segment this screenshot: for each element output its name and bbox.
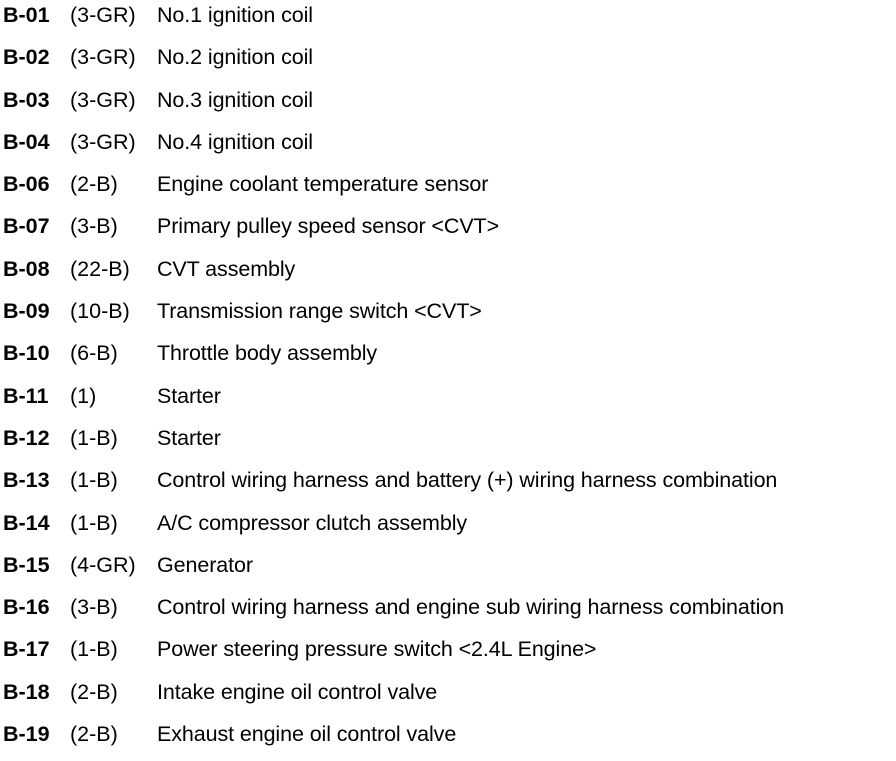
connector-pins: (2-B): [70, 679, 118, 704]
connector-description: Generator: [157, 552, 253, 577]
connector-code: B-03: [3, 87, 50, 112]
connector-description: Transmission range switch <CVT>: [157, 299, 482, 324]
connector-pins: (1-B): [70, 510, 118, 535]
connector-code: B-09: [3, 299, 50, 324]
list-item: B-17 (1-B) Power steering pressure switc…: [3, 634, 896, 676]
list-item: B-06 (2-B) Engine coolant temperature se…: [3, 169, 896, 211]
connector-code: B-16: [3, 595, 50, 620]
connector-description: No.1 ignition coil: [157, 3, 313, 27]
connector-pins: (1-B): [70, 425, 118, 450]
connector-description: No.3 ignition coil: [157, 87, 313, 112]
connector-description: Engine coolant temperature sensor: [157, 172, 489, 197]
list-item: B-13 (1-B) Control wiring harness and ba…: [3, 465, 896, 507]
list-item: B-16 (3-B) Control wiring harness and en…: [3, 592, 896, 634]
connector-pins: (2-B): [70, 722, 118, 747]
connector-code: B-11: [3, 383, 49, 408]
connector-pins: (1-B): [70, 468, 118, 493]
connector-description: Control wiring harness and engine sub wi…: [157, 595, 785, 620]
connector-pins: (3-GR): [70, 87, 136, 112]
list-item: B-18 (2-B) Intake engine oil control val…: [3, 677, 896, 719]
connector-description: Starter: [157, 383, 221, 408]
list-item: B-04 (3-GR) No.4 ignition coil: [3, 127, 896, 169]
connector-description: CVT assembly: [157, 256, 296, 281]
connector-pins: (6-B): [70, 341, 118, 366]
connector-code: B-08: [3, 256, 50, 281]
connector-code: B-15: [3, 552, 50, 577]
connector-description: Intake engine oil control valve: [157, 679, 438, 704]
connector-description: No.4 ignition coil: [157, 129, 313, 154]
list-item: B-09 (10-B) Transmission range switch <C…: [3, 296, 896, 338]
connector-pins: (22-B): [70, 256, 130, 281]
connector-description: Exhaust engine oil control valve: [157, 722, 457, 747]
connector-code: B-01: [3, 3, 50, 27]
connector-description: Starter: [157, 425, 221, 450]
connector-pins: (10-B): [70, 299, 130, 324]
list-item: B-12 (1-B) Starter: [3, 423, 896, 465]
connector-pins: (3-GR): [70, 129, 136, 154]
connector-pins: (3-GR): [70, 45, 136, 70]
connector-code: B-17: [3, 637, 50, 662]
list-item: B-19 (2-B) Exhaust engine oil control va…: [3, 719, 896, 761]
connector-list: B-01 (3-GR) No.1 ignition coil B-02 (3-G…: [3, 0, 896, 761]
connector-description: Power steering pressure switch <2.4L Eng…: [157, 637, 597, 662]
connector-pins: (3-B): [70, 214, 118, 239]
list-item: B-15 (4-GR) Generator: [3, 550, 896, 592]
connector-code: B-19: [3, 722, 50, 747]
connector-description: Control wiring harness and battery (+) w…: [157, 468, 778, 493]
connector-code: B-13: [3, 468, 50, 493]
connector-pins: (3-B): [70, 595, 118, 620]
connector-code: B-12: [3, 425, 50, 450]
list-item: B-03 (3-GR) No.3 ignition coil: [3, 85, 896, 127]
connector-code: B-02: [3, 45, 50, 70]
connector-description: A/C compressor clutch assembly: [157, 510, 468, 535]
connector-pins: (2-B): [70, 172, 118, 197]
connector-code: B-06: [3, 172, 50, 197]
list-item: B-10 (6-B) Throttle body assembly: [3, 338, 896, 380]
connector-code: B-14: [3, 510, 50, 535]
connector-description: Throttle body assembly: [157, 341, 378, 366]
connector-description: No.2 ignition coil: [157, 45, 313, 70]
connector-pins: (3-GR): [70, 3, 136, 27]
connector-description: Primary pulley speed sensor <CVT>: [157, 214, 500, 239]
connector-code: B-18: [3, 679, 50, 704]
list-item: B-07 (3-B) Primary pulley speed sensor <…: [3, 211, 896, 253]
list-item: B-01 (3-GR) No.1 ignition coil: [3, 0, 896, 42]
connector-code: B-07: [3, 214, 50, 239]
connector-code: B-10: [3, 341, 50, 366]
list-item: B-11 (1) Starter: [3, 381, 896, 423]
list-item: B-08 (22-B) CVT assembly: [3, 254, 896, 296]
list-item: B-14 (1-B) A/C compressor clutch assembl…: [3, 508, 896, 550]
connector-pins: (4-GR): [70, 552, 136, 577]
connector-pins: (1): [70, 383, 97, 408]
list-item: B-02 (3-GR) No.2 ignition coil: [3, 42, 896, 84]
connector-code: B-04: [3, 129, 50, 154]
connector-pins: (1-B): [70, 637, 118, 662]
